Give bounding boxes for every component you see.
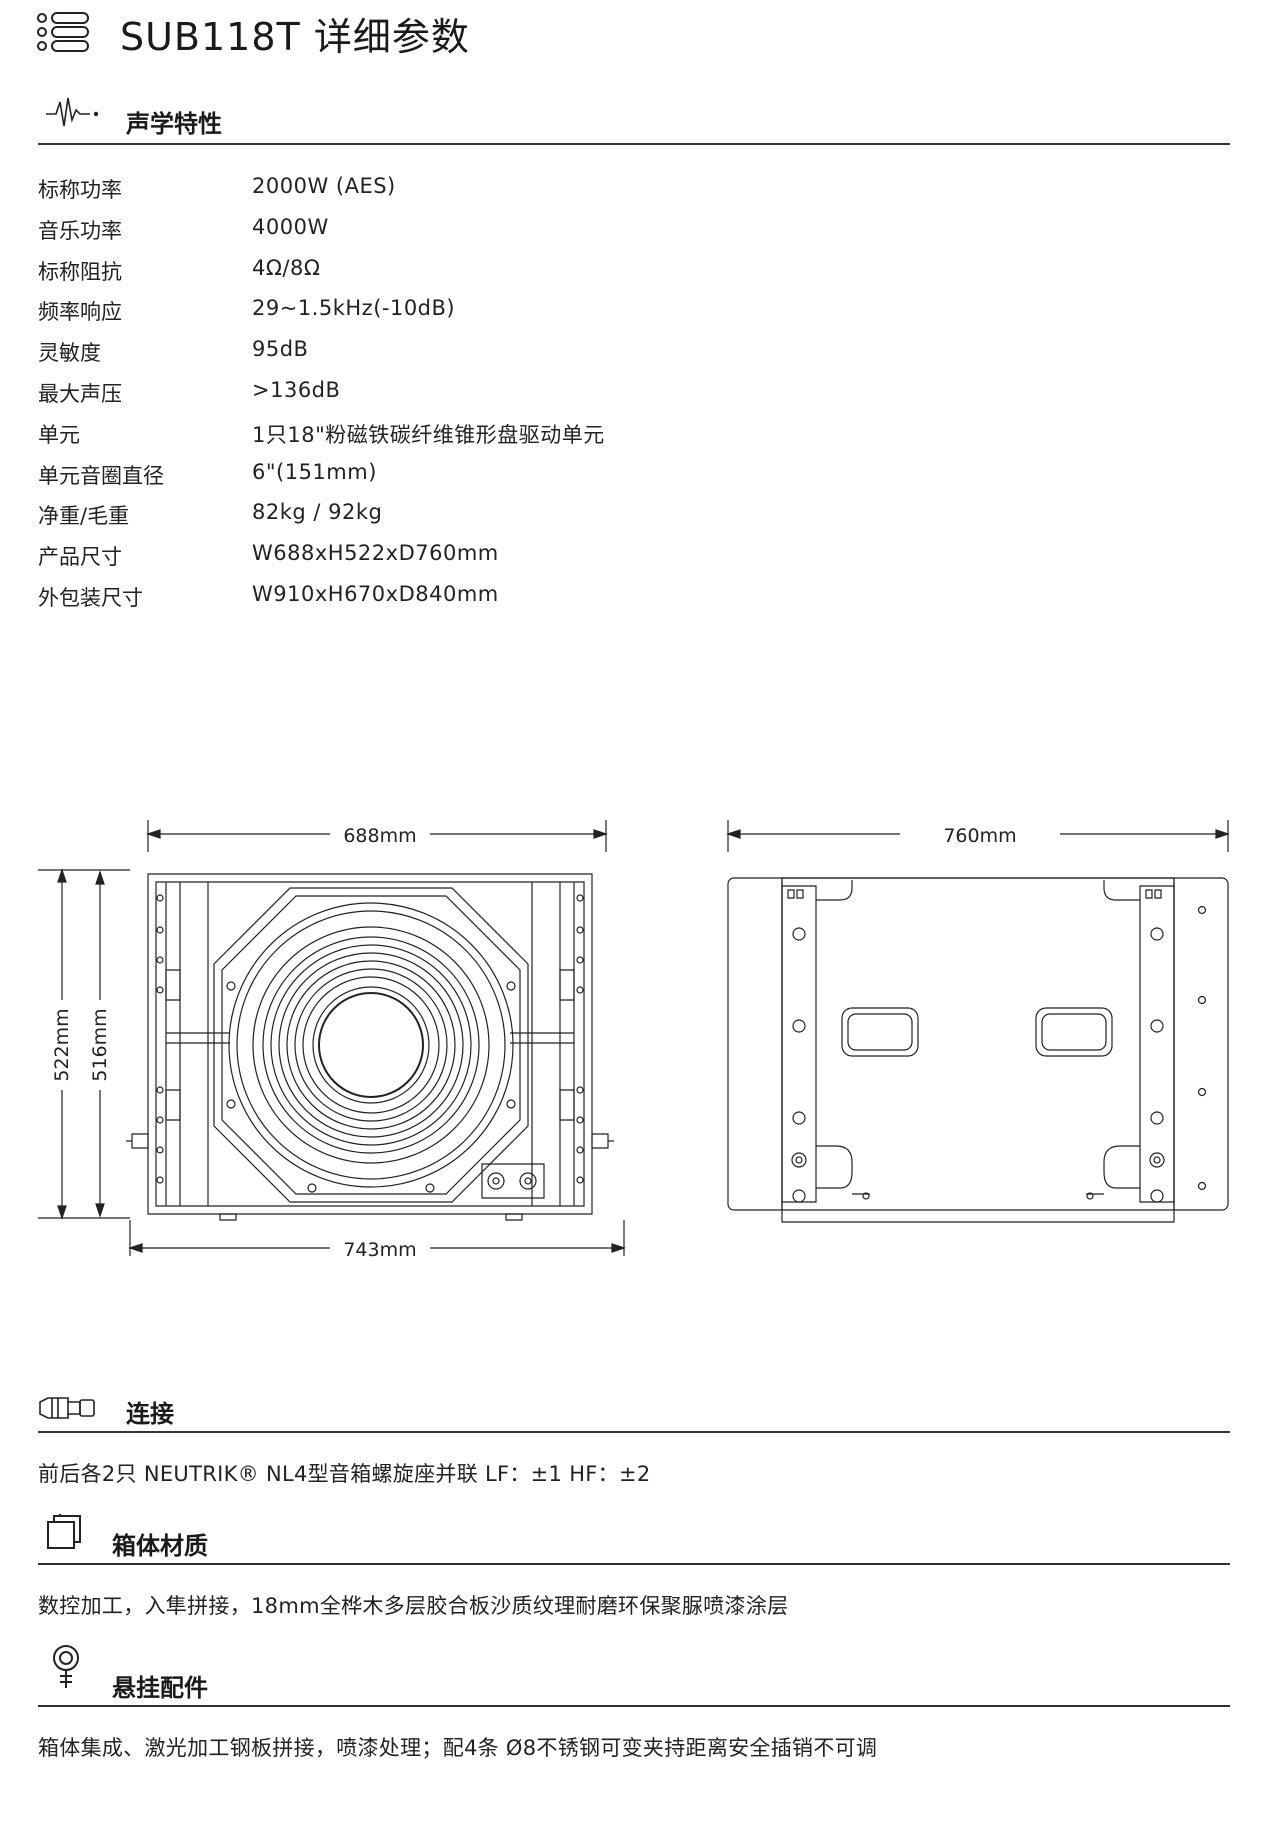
page-title: SUB118T 详细参数 (120, 15, 470, 59)
section-title: 箱体材质 (112, 1532, 208, 1560)
depth-label: 760mm (943, 825, 1016, 847)
section-rigging: 悬挂配件 (0, 1664, 1280, 1714)
section-title: 声学特性 (126, 110, 222, 138)
waveform-icon (46, 96, 99, 130)
rigging-text: 箱体集成、激光加工钢板拼接，喷漆处理；配4条 Ø8不锈钢可变夹持距离安全插销不可… (38, 1736, 878, 1760)
spec-value: 4000W (252, 214, 329, 239)
spec-value: W910xH670xD840mm (252, 582, 499, 606)
divider (38, 1705, 1230, 1707)
divider (38, 1431, 1230, 1433)
hand-grip (1036, 1008, 1112, 1056)
rigging-strip (1140, 886, 1174, 1202)
height-outer-label: 522mm (51, 1008, 73, 1081)
spec-key: 净重/毛重 (38, 504, 130, 529)
height-inner-label: 516mm (89, 1008, 111, 1081)
spec-key: 单元 (38, 422, 80, 447)
section-acoustic: 声学特性 (0, 100, 1280, 150)
material-text: 数控加工，入隼拼接，18mm全桦木多层胶合板沙质纹理耐磨环保聚脲喷漆涂层 (38, 1594, 789, 1618)
technical-drawing: 688mm 743mm 760mm 522mm 516mm (0, 800, 1280, 1261)
section-connect: 连接 (0, 1390, 1280, 1440)
spec-value: 82kg / 92kg (252, 500, 383, 525)
spec-key: 灵敏度 (38, 341, 101, 366)
connector-plate (482, 1164, 544, 1198)
spec-key: 单元音圈直径 (38, 463, 164, 488)
spec-key: 标称阻抗 (38, 259, 122, 284)
spec-key: 音乐功率 (38, 218, 122, 243)
section-material: 箱体材质 (0, 1522, 1280, 1572)
spec-key: 频率响应 (38, 300, 122, 325)
spec-value: W688xH522xD760mm (252, 541, 499, 566)
connector-icon (38, 1394, 98, 1422)
hand-grip (842, 1008, 918, 1056)
speaker-frame (214, 888, 528, 1202)
divider (38, 143, 1230, 145)
spec-value: 6"(151mm) (252, 459, 377, 484)
spec-value: 1只18"粉磁铁碳纤维锥形盘驱动单元 (252, 422, 605, 447)
spec-key: 最大声压 (38, 382, 122, 406)
speaker-driver (229, 903, 513, 1187)
rigging-strip (782, 886, 816, 1202)
side-view-body (728, 878, 1228, 1210)
box-icon (46, 1514, 88, 1550)
hook-icon (50, 1644, 82, 1690)
spec-value: 29~1.5kHz(-10dB) (252, 296, 456, 321)
spec-key: 标称功率 (38, 178, 122, 202)
spec-key: 外包装尺寸 (38, 586, 143, 610)
spec-value: 2000W (AES) (252, 174, 396, 198)
spec-value: 95dB (252, 337, 309, 362)
list-icon (36, 10, 92, 54)
spec-key: 产品尺寸 (38, 545, 122, 570)
spec-value: >136dB (252, 378, 341, 402)
spec-value: 4Ω/8Ω (252, 255, 321, 280)
width-top-label: 688mm (343, 825, 416, 847)
connect-text: 前后各2只 NEUTRIK® NL4型音箱螺旋座并联 LF：±1 HF：±2 (38, 1462, 651, 1486)
section-title: 连接 (126, 1400, 174, 1428)
divider (38, 1563, 1230, 1565)
front-view-body (148, 874, 592, 1214)
section-title: 悬挂配件 (112, 1674, 208, 1702)
width-bottom-label: 743mm (343, 1239, 416, 1261)
